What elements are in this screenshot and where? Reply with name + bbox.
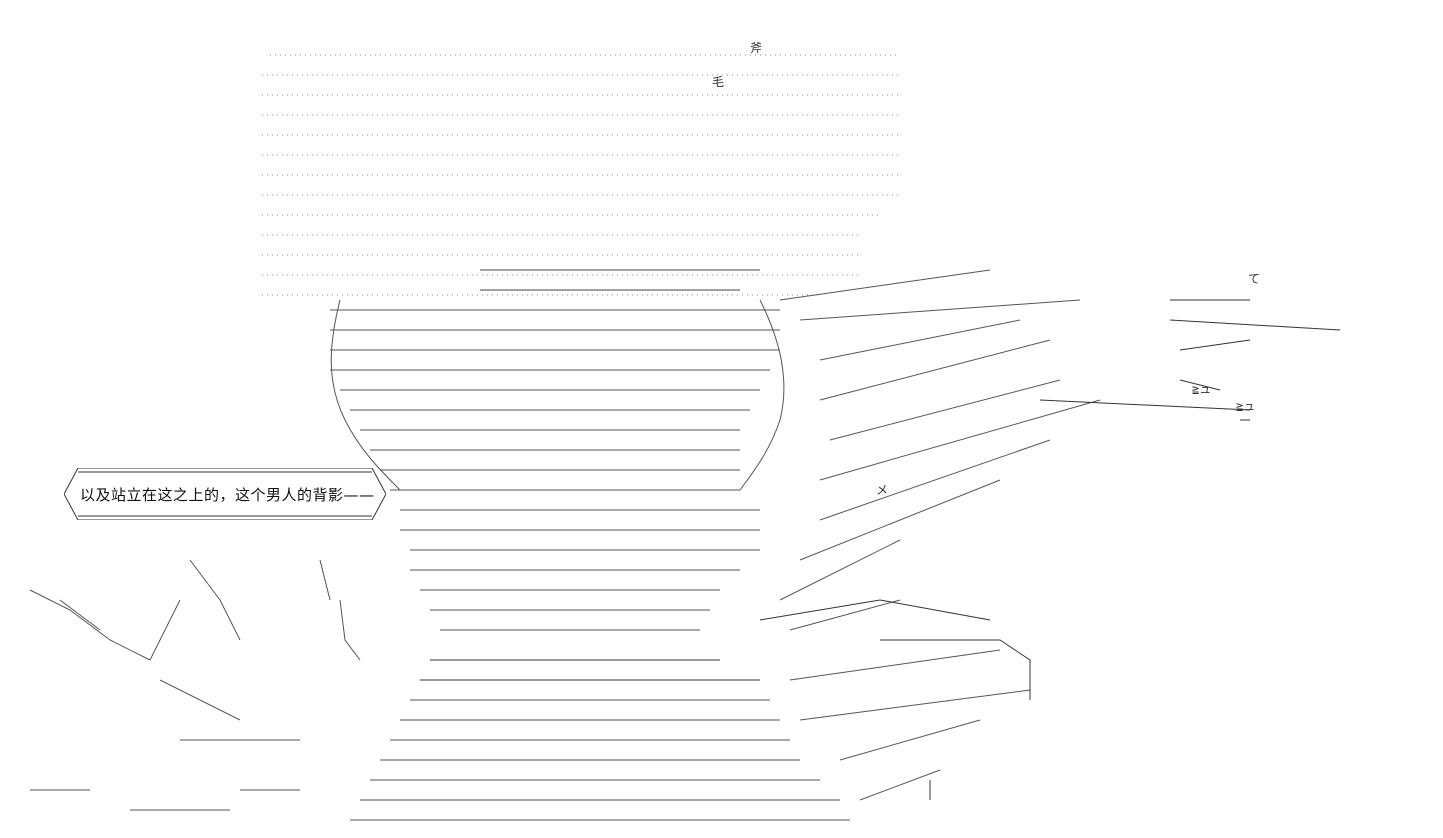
caption-box-frame	[64, 468, 386, 520]
art-mark-top-label: 斧	[750, 41, 762, 55]
art-mark-right-marks: ≧ュ	[1192, 382, 1211, 396]
art-mark-right-label: て	[1248, 272, 1260, 286]
art-mark-top-label-2: 毛	[712, 75, 724, 89]
art-mark-mid: メ	[876, 483, 888, 497]
caption-box: 以及站立在这之上的，这个男人的背影——	[64, 468, 386, 520]
caption-text: 以及站立在这之上的，这个男人的背影——	[80, 486, 375, 504]
art-mark-right-marks-2: ≧ュ	[1236, 399, 1255, 413]
